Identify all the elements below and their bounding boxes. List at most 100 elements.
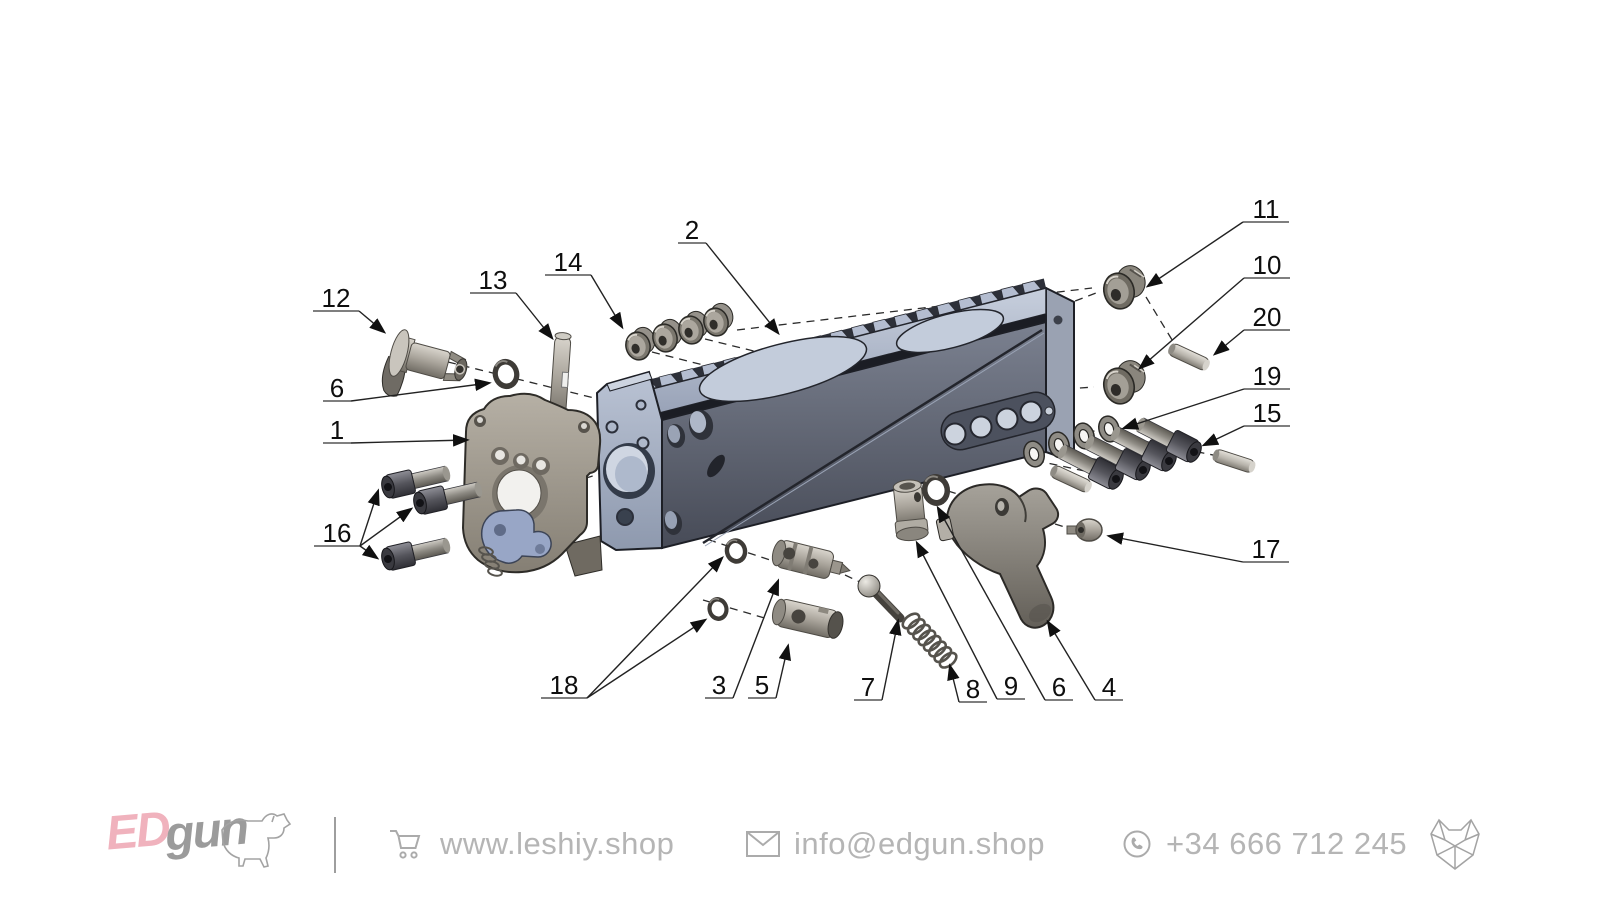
- callout-20: 20: [1212, 302, 1290, 356]
- fox-head-icon: [1430, 818, 1480, 870]
- callout-19: 19: [1121, 361, 1290, 430]
- callout-number: 9: [1004, 671, 1018, 701]
- part-5-plug-cylinder: [771, 598, 844, 639]
- callout-number: 7: [861, 672, 875, 702]
- envelope-icon: [746, 831, 780, 857]
- part-14-plugs: [621, 299, 739, 364]
- callout-2: 2: [678, 215, 780, 336]
- email-item: info@edgun.shop: [746, 826, 1045, 862]
- callout-17: 17: [1106, 532, 1289, 564]
- callout-number: 13: [479, 265, 508, 295]
- part-13-pin: [549, 332, 572, 433]
- leader-line: [732, 578, 780, 699]
- spring-coil: [912, 623, 932, 641]
- spring-coil: [917, 629, 937, 647]
- website-item: www.leshiy.shop: [388, 826, 674, 862]
- leader-line: [350, 378, 492, 402]
- callout-11: 11: [1145, 194, 1289, 288]
- callout-6: 6: [323, 373, 492, 403]
- leader-line: [359, 507, 414, 547]
- part-18-oring-lower: [704, 594, 732, 624]
- spring-coil: [487, 567, 503, 577]
- part-8-spring: [901, 612, 958, 669]
- callout-18: 18: [541, 555, 724, 700]
- leader-line: [1137, 277, 1245, 370]
- part-17-button-screw: [1066, 518, 1103, 542]
- footer: EDgun www.leshiy.shop info@edgun.shop +3…: [0, 790, 1600, 885]
- leader-line: [359, 544, 380, 560]
- callout-13: 13: [470, 265, 554, 341]
- leader-line: [775, 643, 791, 699]
- callout-number: 18: [550, 670, 579, 700]
- spring-coil: [922, 634, 942, 652]
- leader-line: [936, 505, 1046, 701]
- leader-line: [359, 488, 380, 547]
- part-7-ball-rod: [857, 574, 905, 623]
- leader-line: [515, 292, 554, 341]
- dowel-pin-right: [1210, 447, 1258, 475]
- clamp-spring: [478, 546, 503, 577]
- callout-12: 12: [313, 283, 387, 334]
- leader-line: [350, 434, 470, 447]
- callout-7: 7: [854, 618, 902, 702]
- footer-divider: [334, 817, 336, 873]
- callout-15: 15: [1201, 398, 1290, 447]
- callout-number: 17: [1252, 534, 1281, 564]
- leader-line: [881, 618, 902, 701]
- part-12-sling-stud: [381, 329, 468, 397]
- callout-number: 5: [755, 670, 769, 700]
- leader-line: [1201, 425, 1245, 447]
- callout-9: 9: [915, 540, 1025, 701]
- leader-line: [1121, 388, 1245, 430]
- callout-6: 6: [936, 505, 1073, 702]
- leader-line: [1046, 619, 1096, 701]
- callout-number: 16: [323, 518, 352, 548]
- callout-5: 5: [748, 643, 791, 700]
- callout-number: 3: [712, 670, 726, 700]
- part-11-plug: [1097, 261, 1152, 314]
- spring-coil: [906, 618, 926, 636]
- callout-number: 2: [685, 215, 699, 245]
- part-clamp-lever: [480, 509, 552, 564]
- leader-line: [586, 555, 724, 699]
- part-18-oring-upper: [721, 535, 751, 567]
- callout-16: 16: [314, 488, 414, 560]
- callout-number: 10: [1253, 250, 1282, 280]
- callout-number: 15: [1253, 398, 1282, 428]
- callout-number: 14: [554, 247, 583, 277]
- callout-number: 11: [1253, 194, 1280, 224]
- leader-line: [1106, 532, 1244, 563]
- leader-line: [1145, 221, 1244, 288]
- rottweiler-dog-icon: [221, 813, 292, 868]
- leader-line: [705, 242, 780, 336]
- part-9-bushing: [892, 479, 929, 542]
- cart-icon: [390, 830, 421, 859]
- callout-14: 14: [545, 247, 624, 330]
- callout-number: 12: [322, 283, 351, 313]
- email-text: info@edgun.shop: [794, 826, 1045, 861]
- part-20-pin: [1165, 341, 1213, 373]
- spring-coil: [901, 612, 921, 630]
- leader-line: [358, 310, 387, 334]
- callout-3: 3: [705, 578, 780, 700]
- phone-text: +34 666 712 245: [1166, 826, 1408, 861]
- part-receiver-body: [595, 278, 1075, 552]
- leader-line: [915, 540, 998, 700]
- spring-coil: [927, 640, 948, 658]
- callout-4: 4: [1046, 619, 1123, 702]
- part-3-valve: [771, 539, 851, 579]
- part-4-cocking-lever: [935, 483, 1060, 629]
- callout-number: 1: [330, 415, 344, 445]
- leader-line: [590, 274, 624, 330]
- logo-ed: ED: [103, 802, 171, 861]
- part-1-front-plate: [461, 392, 603, 577]
- whatsapp-icon: [1123, 830, 1151, 858]
- phone-item: +34 666 712 245: [1122, 826, 1407, 862]
- leader-line: [947, 663, 960, 703]
- part-6-oring-left: [488, 355, 524, 393]
- callout-number: 20: [1253, 302, 1282, 332]
- axis-line: [702, 599, 769, 620]
